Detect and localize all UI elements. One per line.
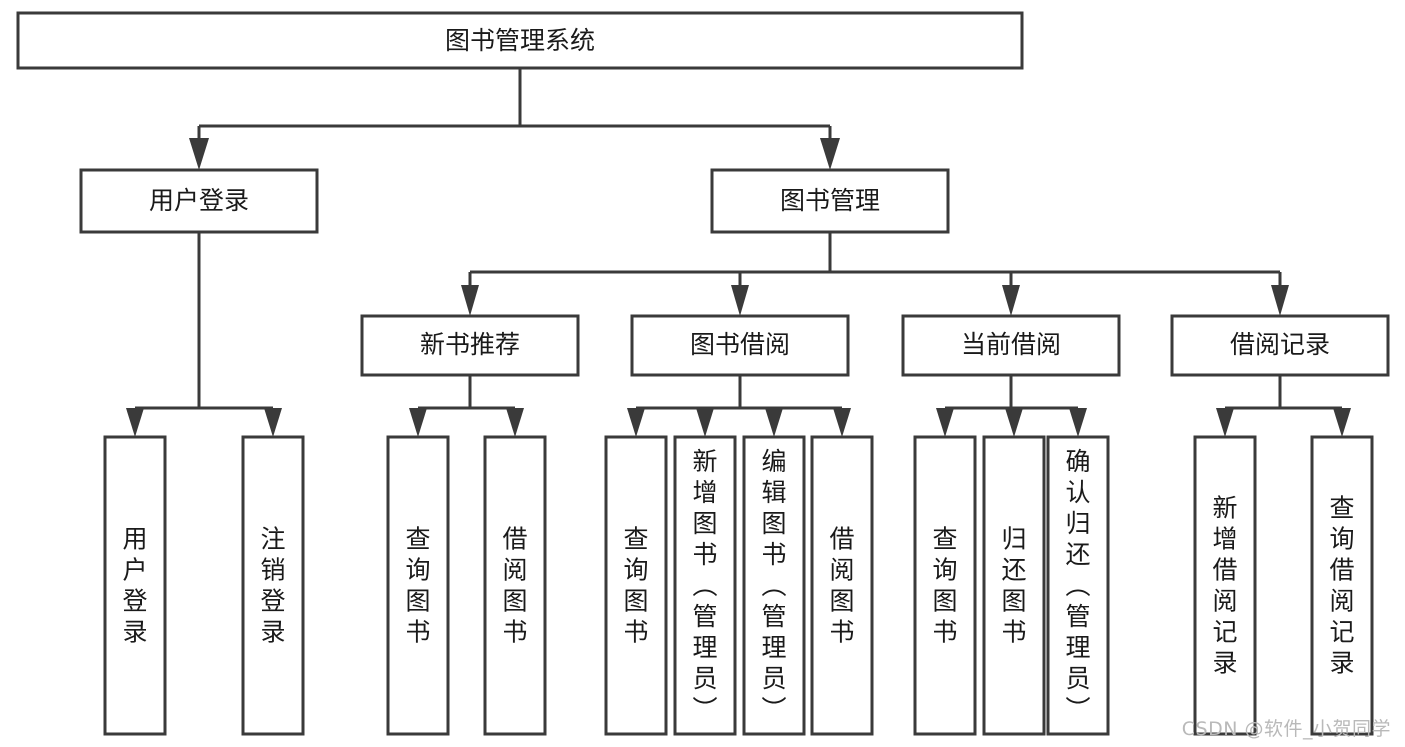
leaf-node-box[interactable]: [1310, 435, 1374, 736]
arrow-borrow-to-leaf-1: [627, 408, 645, 437]
leaf-node[interactable]: 借阅图书: [483, 435, 547, 736]
leaf-node-box[interactable]: [1193, 435, 1257, 736]
connector-layer: [126, 68, 1351, 437]
leaf-node-box[interactable]: [386, 435, 450, 736]
arrow-borrow-to-leaf-2: [696, 408, 714, 437]
arrow-borrow-to-leaf-3: [765, 408, 783, 437]
leaf-node-label: 确认归还︵管理员︶: [1065, 447, 1090, 724]
node-book-management-label: 图书管理: [780, 186, 880, 215]
arrow-book-mgmt-to-borrow: [731, 285, 749, 316]
leaf-node-label: 归还图书: [1001, 525, 1026, 647]
node-book-borrow-label: 图书借阅: [690, 330, 790, 359]
leaf-node-label: 新增借阅记录: [1212, 494, 1237, 678]
leaf-node-box[interactable]: [742, 435, 806, 736]
node-current-borrow-box[interactable]: [901, 314, 1121, 377]
arrow-record-to-leaf-2: [1333, 408, 1351, 437]
leaf-node[interactable]: 用户登录: [103, 435, 167, 736]
node-current-borrow-label: 当前借阅: [961, 330, 1061, 359]
node-book-management-box[interactable]: [710, 168, 950, 234]
arrow-new-book-to-leaf-2: [506, 408, 524, 437]
leaf-node-box[interactable]: [241, 435, 305, 736]
arrow-book-mgmt-to-current: [1002, 285, 1020, 316]
node-root-box[interactable]: [16, 11, 1024, 70]
leaf-node-label: 新增图书︵管理员︶: [692, 447, 717, 724]
node-current-borrow[interactable]: 当前借阅: [901, 314, 1121, 377]
arrow-user-login-to-leaf-2: [264, 408, 282, 437]
node-book-borrow-box[interactable]: [630, 314, 850, 377]
leaf-node-layer: 用户登录 注销登录 查询图书 借阅图书 查询图书 新增图书︵管理员︶ 编辑图书︵管理员︶ 借阅…: [103, 435, 1374, 736]
leaf-node-label: 借阅图书: [502, 525, 527, 647]
node-borrow-record-label: 借阅记录: [1230, 330, 1330, 359]
node-book-management[interactable]: 图书管理: [710, 168, 950, 234]
leaf-node[interactable]: 确认归还︵管理员︶: [1046, 435, 1110, 736]
csdn-watermark: CSDN @软件_小贺同学: [1181, 718, 1391, 740]
arrow-root-to-user-login: [189, 138, 209, 170]
arrow-root-to-book-mgmt: [820, 138, 840, 170]
node-user-login-label: 用户登录: [149, 186, 249, 215]
leaf-node[interactable]: 查询图书: [604, 435, 668, 736]
leaf-node-box[interactable]: [810, 435, 874, 736]
node-borrow-record[interactable]: 借阅记录: [1170, 314, 1390, 377]
leaf-node[interactable]: 归还图书: [982, 435, 1046, 736]
arrow-current-to-leaf-2: [1005, 408, 1023, 437]
leaf-node-box[interactable]: [103, 435, 167, 736]
arrow-borrow-to-leaf-4: [833, 408, 851, 437]
node-borrow-record-box[interactable]: [1170, 314, 1390, 377]
leaf-node-label: 查询图书: [623, 525, 648, 647]
leaf-node[interactable]: 新增图书︵管理员︶: [673, 435, 737, 736]
leaf-node[interactable]: 查询借阅记录: [1310, 435, 1374, 736]
leaf-node-label: 查询图书: [405, 525, 430, 647]
leaf-node-label: 查询图书: [932, 525, 957, 647]
leaf-node-box[interactable]: [604, 435, 668, 736]
leaf-node-label: 查询借阅记录: [1329, 494, 1354, 678]
node-root[interactable]: 图书管理系统: [16, 11, 1024, 70]
arrow-user-login-to-leaf-1: [126, 408, 144, 437]
node-user-login[interactable]: 用户登录: [79, 168, 319, 234]
arrow-record-to-leaf-1: [1216, 408, 1234, 437]
leaf-node-label: 借阅图书: [829, 525, 854, 647]
leaf-node[interactable]: 编辑图书︵管理员︶: [742, 435, 806, 736]
leaf-node-box[interactable]: [483, 435, 547, 736]
leaf-node[interactable]: 新增借阅记录: [1193, 435, 1257, 736]
leaf-node[interactable]: 注销登录: [241, 435, 305, 736]
node-new-book-recommend-box[interactable]: [360, 314, 580, 377]
arrow-current-to-leaf-1: [936, 408, 954, 437]
node-user-login-box[interactable]: [79, 168, 319, 234]
leaf-node[interactable]: 借阅图书: [810, 435, 874, 736]
leaf-node-label: 注销登录: [260, 525, 285, 647]
node-book-borrow[interactable]: 图书借阅: [630, 314, 850, 377]
leaf-node-box[interactable]: [673, 435, 737, 736]
arrow-current-to-leaf-3: [1069, 408, 1087, 437]
leaf-node-label: 用户登录: [122, 525, 147, 647]
arrow-new-book-to-leaf-1: [409, 408, 427, 437]
leaf-node-box[interactable]: [982, 435, 1046, 736]
node-new-book-recommend-label: 新书推荐: [420, 330, 520, 359]
node-root-label: 图书管理系统: [445, 26, 595, 55]
leaf-node-box[interactable]: [913, 435, 977, 736]
arrow-book-mgmt-to-record: [1271, 285, 1289, 316]
arrow-book-mgmt-to-new-book: [461, 285, 479, 316]
leaf-node[interactable]: 查询图书: [386, 435, 450, 736]
leaf-node-box[interactable]: [1046, 435, 1110, 736]
leaf-node-label: 编辑图书︵管理员︶: [761, 447, 786, 724]
node-new-book-recommend[interactable]: 新书推荐: [360, 314, 580, 377]
leaf-node[interactable]: 查询图书: [913, 435, 977, 736]
